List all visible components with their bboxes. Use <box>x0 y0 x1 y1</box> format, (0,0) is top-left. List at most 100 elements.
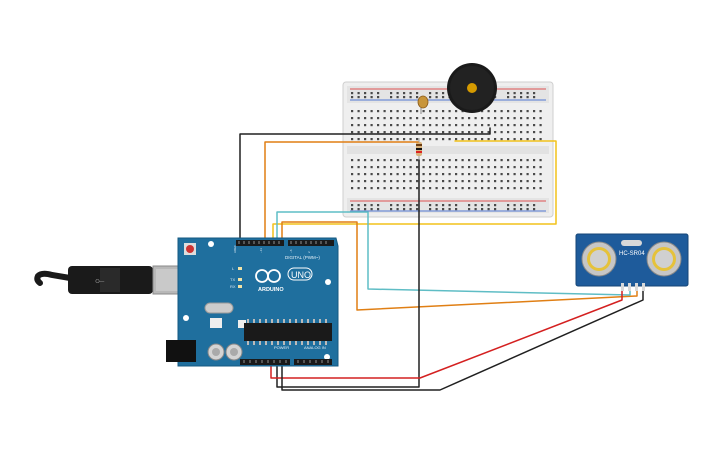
breadboard-hole[interactable] <box>383 180 386 183</box>
breadboard-hole[interactable] <box>500 124 503 127</box>
breadboard-hole[interactable] <box>377 92 380 95</box>
wire-yellow[interactable] <box>272 140 557 244</box>
breadboard-hole[interactable] <box>370 96 373 99</box>
breadboard-hole[interactable] <box>468 180 471 183</box>
breadboard-hole[interactable] <box>513 110 516 113</box>
breadboard-hole[interactable] <box>513 96 516 99</box>
breadboard-hole[interactable] <box>526 208 529 211</box>
breadboard-hole[interactable] <box>416 208 419 211</box>
breadboard-hole[interactable] <box>422 124 425 127</box>
breadboard-hole[interactable] <box>507 117 510 120</box>
breadboard-hole[interactable] <box>409 110 412 113</box>
breadboard-hole[interactable] <box>442 124 445 127</box>
breadboard-hole[interactable] <box>474 117 477 120</box>
wire-black-top[interactable] <box>239 127 491 244</box>
breadboard-hole[interactable] <box>448 208 451 211</box>
breadboard-hole[interactable] <box>370 187 373 190</box>
wire-black-resistor[interactable] <box>276 159 420 388</box>
breadboard-hole[interactable] <box>403 110 406 113</box>
wire-orange-top[interactable] <box>264 141 419 244</box>
breadboard-hole[interactable] <box>468 204 471 207</box>
breadboard-hole[interactable] <box>539 166 542 169</box>
breadboard-hole[interactable] <box>357 96 360 99</box>
breadboard-hole[interactable] <box>390 110 393 113</box>
breadboard-hole[interactable] <box>461 187 464 190</box>
breadboard-hole[interactable] <box>487 208 490 211</box>
breadboard-hole[interactable] <box>364 180 367 183</box>
breadboard-hole[interactable] <box>390 187 393 190</box>
breadboard-hole[interactable] <box>513 180 516 183</box>
breadboard-hole[interactable] <box>500 166 503 169</box>
breadboard-hole[interactable] <box>364 204 367 207</box>
breadboard-hole[interactable] <box>507 131 510 134</box>
breadboard-hole[interactable] <box>455 208 458 211</box>
breadboard-hole[interactable] <box>442 187 445 190</box>
breadboard-hole[interactable] <box>448 131 451 134</box>
breadboard-hole[interactable] <box>370 180 373 183</box>
breadboard-hole[interactable] <box>383 131 386 134</box>
breadboard-hole[interactable] <box>442 138 445 141</box>
breadboard-hole[interactable] <box>429 204 432 207</box>
breadboard-hole[interactable] <box>481 180 484 183</box>
breadboard-hole[interactable] <box>435 204 438 207</box>
breadboard-hole[interactable] <box>513 117 516 120</box>
breadboard-hole[interactable] <box>461 117 464 120</box>
breadboard-hole[interactable] <box>416 187 419 190</box>
breadboard-hole[interactable] <box>520 131 523 134</box>
breadboard-hole[interactable] <box>442 131 445 134</box>
breadboard-hole[interactable] <box>455 180 458 183</box>
breadboard-hole[interactable] <box>474 159 477 162</box>
breadboard-hole[interactable] <box>429 173 432 176</box>
breadboard-hole[interactable] <box>520 166 523 169</box>
breadboard-hole[interactable] <box>481 159 484 162</box>
breadboard-hole[interactable] <box>364 131 367 134</box>
breadboard-hole[interactable] <box>487 159 490 162</box>
breadboard-hole[interactable] <box>383 173 386 176</box>
breadboard-hole[interactable] <box>487 173 490 176</box>
breadboard-hole[interactable] <box>533 124 536 127</box>
breadboard-hole[interactable] <box>468 166 471 169</box>
breadboard-hole[interactable] <box>461 131 464 134</box>
breadboard-hole[interactable] <box>461 124 464 127</box>
breadboard-hole[interactable] <box>357 124 360 127</box>
breadboard-hole[interactable] <box>370 159 373 162</box>
breadboard-hole[interactable] <box>507 180 510 183</box>
breadboard-hole[interactable] <box>422 187 425 190</box>
breadboard-hole[interactable] <box>461 159 464 162</box>
breadboard-hole[interactable] <box>364 173 367 176</box>
breadboard-hole[interactable] <box>474 204 477 207</box>
breadboard-hole[interactable] <box>377 180 380 183</box>
breadboard-hole[interactable] <box>500 117 503 120</box>
breadboard-hole[interactable] <box>429 138 432 141</box>
breadboard-hole[interactable] <box>416 131 419 134</box>
breadboard-hole[interactable] <box>435 110 438 113</box>
breadboard-hole[interactable] <box>383 138 386 141</box>
breadboard-hole[interactable] <box>448 180 451 183</box>
breadboard-hole[interactable] <box>351 124 354 127</box>
breadboard-hole[interactable] <box>370 131 373 134</box>
breadboard-hole[interactable] <box>520 124 523 127</box>
breadboard-hole[interactable] <box>468 131 471 134</box>
breadboard-hole[interactable] <box>390 180 393 183</box>
breadboard-hole[interactable] <box>396 117 399 120</box>
breadboard-hole[interactable] <box>396 173 399 176</box>
breadboard-hole[interactable] <box>422 117 425 120</box>
breadboard-hole[interactable] <box>435 138 438 141</box>
breadboard-hole[interactable] <box>409 124 412 127</box>
breadboard-hole[interactable] <box>481 110 484 113</box>
piezo-buzzer[interactable] <box>447 63 497 113</box>
breadboard-hole[interactable] <box>500 110 503 113</box>
breadboard-hole[interactable] <box>448 124 451 127</box>
breadboard-hole[interactable] <box>357 110 360 113</box>
breadboard-hole[interactable] <box>357 173 360 176</box>
breadboard-hole[interactable] <box>364 187 367 190</box>
breadboard-hole[interactable] <box>403 166 406 169</box>
breadboard-hole[interactable] <box>409 208 412 211</box>
breadboard-hole[interactable] <box>429 131 432 134</box>
breadboard-hole[interactable] <box>461 180 464 183</box>
breadboard-hole[interactable] <box>383 166 386 169</box>
breadboard-hole[interactable] <box>494 166 497 169</box>
breadboard-hole[interactable] <box>435 159 438 162</box>
breadboard-hole[interactable] <box>533 166 536 169</box>
